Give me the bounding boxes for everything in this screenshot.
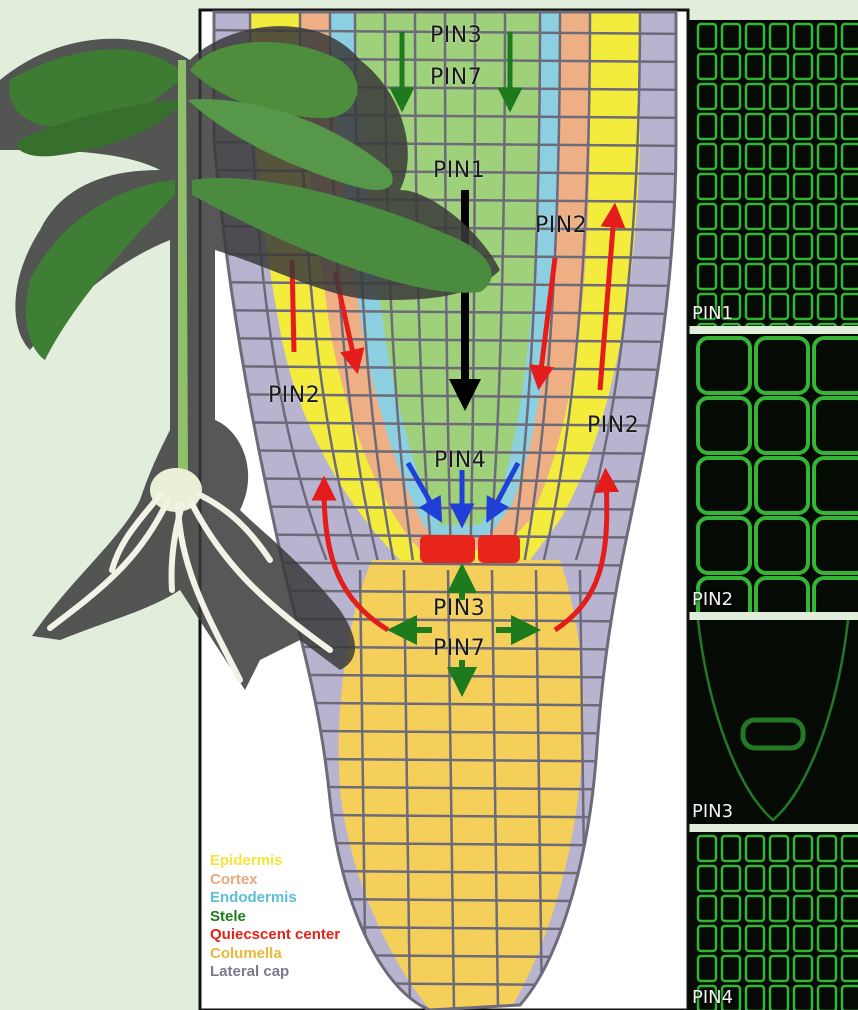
tissue-legend: Epidermis Cortex Endodermis Stele Quiecs…: [210, 852, 340, 982]
label-pin3-top: PIN3: [430, 25, 482, 47]
micrograph-pin1: PIN1: [688, 20, 858, 326]
label-pin7-bottom: PIN7: [433, 638, 485, 660]
micrograph-pin4: PIN4: [688, 832, 858, 1010]
legend-cortex: Cortex: [210, 871, 340, 890]
label-pin3-bottom: PIN3: [433, 598, 485, 620]
micrograph-pin3: PIN3: [688, 620, 858, 824]
label-pin2-upper-right: PIN2: [535, 215, 587, 237]
micrograph-pin3-label: PIN3: [692, 801, 733, 822]
label-pin7-top: PIN7: [430, 67, 482, 89]
label-pin2-left: PIN2: [268, 385, 320, 407]
label-pin1: PIN1: [433, 160, 485, 182]
quiescent-center-cell-left: [420, 535, 475, 563]
micrograph-pin2: PIN2: [688, 334, 858, 612]
legend-lateral-cap: Lateral cap: [210, 963, 340, 982]
micrograph-pin2-label: PIN2: [692, 589, 733, 610]
legend-quiescent-center: Quiecscent center: [210, 926, 340, 945]
micrograph-pin1-label: PIN1: [692, 303, 733, 324]
label-pin2-lower-right: PIN2: [587, 415, 639, 437]
legend-endodermis: Endodermis: [210, 889, 340, 908]
label-pin4: PIN4: [434, 450, 486, 472]
micrograph-pin4-label: PIN4: [692, 987, 733, 1008]
legend-epidermis: Epidermis: [210, 852, 340, 871]
legend-columella: Columella: [210, 945, 340, 964]
quiescent-center-cell-right: [478, 535, 520, 563]
legend-stele: Stele: [210, 908, 340, 927]
